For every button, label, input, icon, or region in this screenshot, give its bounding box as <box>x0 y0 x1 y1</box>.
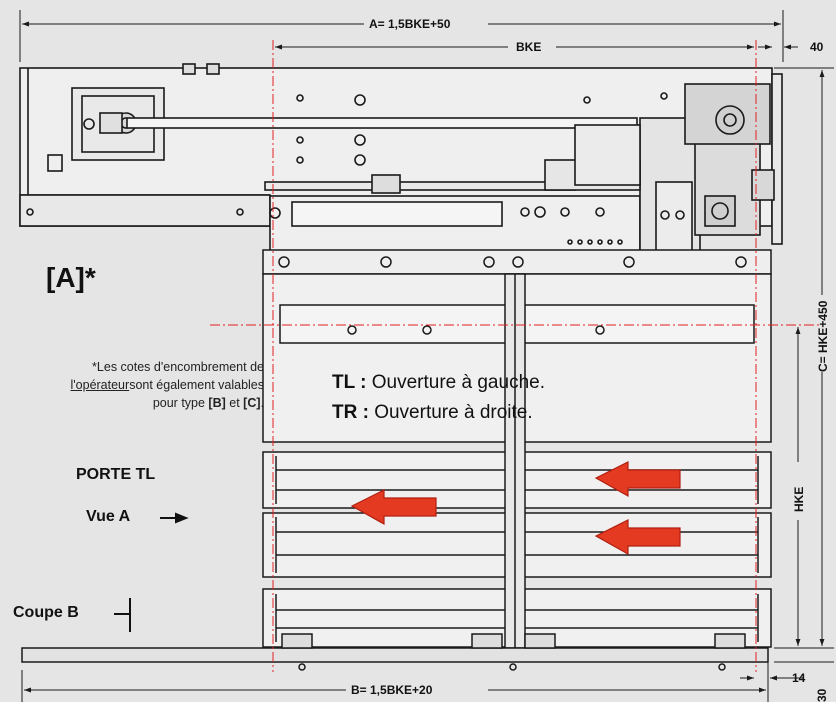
dim-c: C= HKE+450 <box>816 300 830 372</box>
note-line3-prefix: pour type <box>152 396 209 410</box>
arrow-bottom-left-pointing <box>594 519 681 556</box>
note-type-c: [C] <box>243 396 261 410</box>
dimension-lines <box>19 10 834 702</box>
arrow-middle-left-pointing <box>350 489 437 526</box>
dim-30: 30 <box>815 688 829 702</box>
dim-14: 14 <box>792 671 806 685</box>
arrow-top-left-pointing <box>594 461 681 498</box>
legend-tl-code: TL : <box>332 372 367 393</box>
note-line1: Les cotes d'encombrement de <box>96 360 264 374</box>
legend-tr-code: TR : <box>332 402 369 423</box>
direction-arrows <box>350 461 681 556</box>
dim-40: 40 <box>810 40 824 54</box>
legend-tl-text: Ouverture à gauche. <box>366 372 545 393</box>
operator-housing <box>19 63 783 349</box>
section-b-label: Coupe B <box>13 604 79 621</box>
note-and: et <box>225 396 244 410</box>
note-underlined: l'opérateur <box>70 378 130 392</box>
view-markers <box>114 512 189 632</box>
door-panels <box>21 249 772 671</box>
dim-b: B= 1,5BKE+20 <box>351 683 433 697</box>
legend-tl: TL : Ouverture à gauche. <box>332 372 545 394</box>
view-label: [A]* <box>46 262 96 293</box>
door-label: PORTE TL <box>76 466 156 483</box>
legend-tr-text: Ouverture à droite. <box>368 402 533 423</box>
dim-hke: HKE <box>792 487 806 512</box>
centerlines <box>210 40 820 672</box>
note-asterisk: * <box>92 360 97 374</box>
note-type-b: [B] <box>208 396 226 410</box>
dimension-note: *Les cotes d'encombrement de l'opérateur… <box>2 358 265 412</box>
view-a-label: Vue A <box>86 508 131 525</box>
note-line2: sont également valables <box>129 378 264 392</box>
legend-tr: TR : Ouverture à droite. <box>332 402 533 424</box>
dim-bke: BKE <box>516 40 541 54</box>
note-end: . <box>260 396 264 410</box>
dim-a: A= 1,5BKE+50 <box>369 17 451 31</box>
